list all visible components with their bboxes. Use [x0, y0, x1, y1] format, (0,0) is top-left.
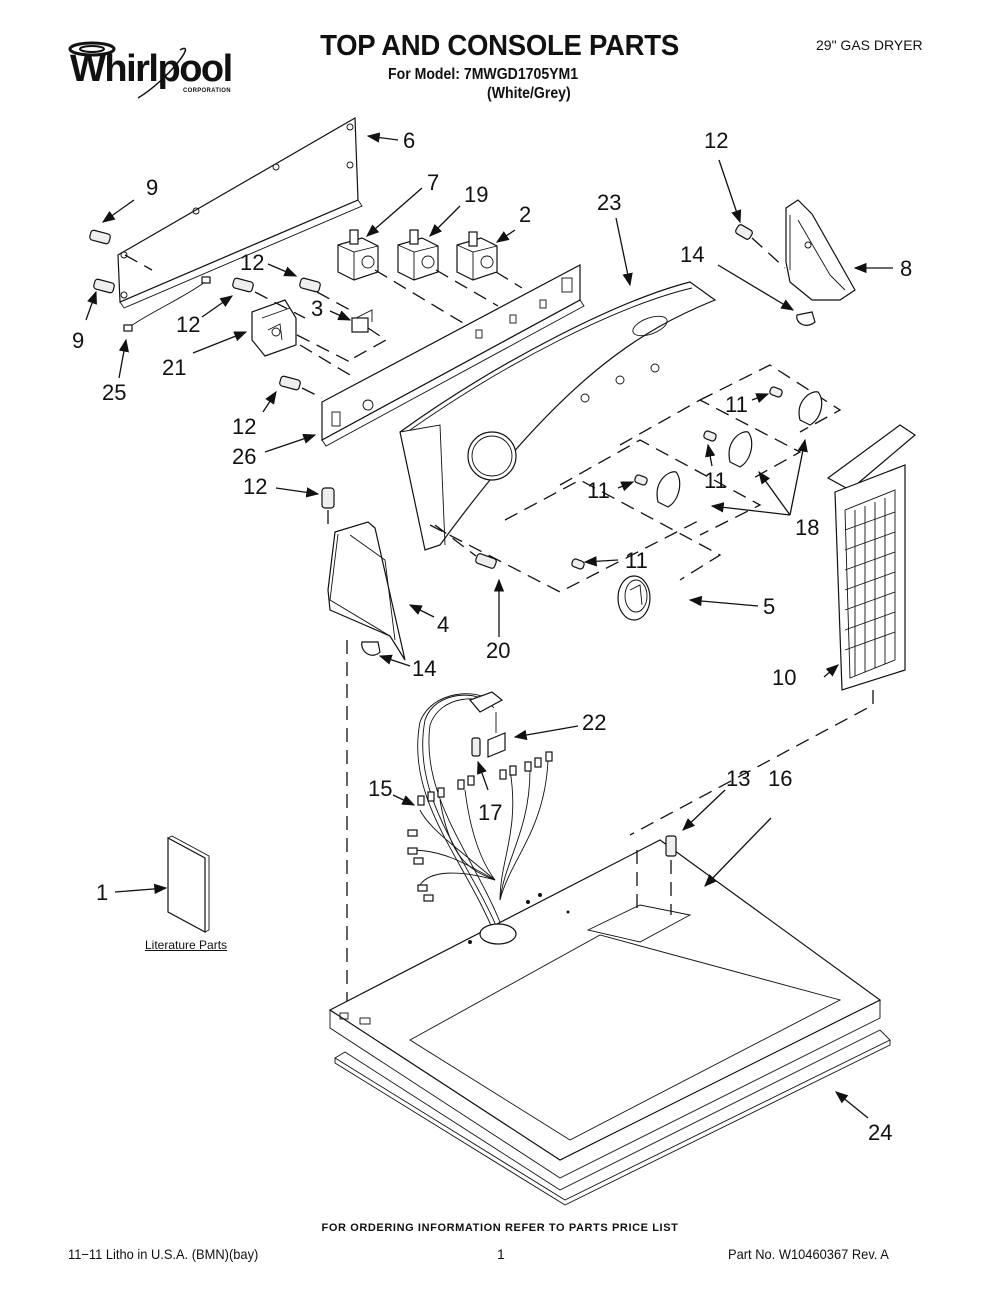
callout-10: 10	[772, 665, 796, 690]
callout-2: 2	[519, 202, 531, 227]
callout-6: 6	[403, 128, 415, 153]
part-13-screw[interactable]	[636, 835, 677, 915]
callout-20: 20	[486, 638, 510, 663]
callout-14-a: 14	[680, 242, 704, 267]
callout-13: 13	[726, 766, 750, 791]
part-24-top-gasket[interactable]	[334, 1029, 891, 1206]
part-12-screw-timer[interactable]	[232, 277, 254, 293]
part-9-screw-bottom[interactable]	[93, 278, 115, 294]
callout-3: 3	[311, 296, 323, 321]
part-1-literature[interactable]	[167, 835, 210, 934]
callout-9-bottom: 9	[72, 328, 84, 353]
callout-18: 18	[795, 515, 819, 540]
part-14-clip-left[interactable]	[361, 641, 381, 656]
litho-info: 11−11 Litho in U.S.A. (BMN)(bay)	[68, 1246, 259, 1262]
page-number: 1	[497, 1246, 505, 1262]
part-26-control-bracket[interactable]	[321, 264, 585, 447]
part-12-screw-switch[interactable]	[299, 277, 321, 293]
callout-5: 5	[763, 594, 775, 619]
part-16-top-panel[interactable]	[328, 839, 882, 1179]
callout-24: 24	[868, 1120, 892, 1145]
part-10-lint-screen[interactable]	[826, 424, 916, 691]
color-line: (White/Grey)	[487, 85, 571, 102]
model-line: For Model: 7MWGD1705YM1	[388, 66, 579, 83]
part-7-switch[interactable]	[337, 229, 379, 281]
part-14-clip-end-cap[interactable]	[796, 311, 816, 326]
part-12-screw-end-cap-left[interactable]	[321, 487, 335, 525]
callout-11-d: 11	[625, 548, 648, 573]
callout-11-a: 11	[725, 392, 748, 417]
part-6-console-back-panel[interactable]	[117, 116, 363, 309]
callout-11-c: 11	[587, 478, 610, 503]
part-2-switch[interactable]	[456, 231, 498, 281]
callout-16: 16	[768, 766, 792, 791]
callout-12-d: 12	[243, 474, 267, 499]
callout-21: 21	[162, 355, 186, 380]
callout-22: 22	[582, 710, 606, 735]
part-12-screw-bracket[interactable]	[279, 375, 323, 399]
callout-19: 19	[464, 182, 488, 207]
brand-name: Whirlpool	[70, 48, 233, 90]
part-22-connector[interactable]	[468, 691, 506, 758]
callout-12-a: 12	[240, 250, 264, 275]
callout-14-b: 14	[412, 656, 436, 681]
whirlpool-logo: Whirlpool CORPORATION	[68, 40, 233, 100]
part-17-screw[interactable]	[471, 737, 481, 757]
callout-numbers: 6 9 9 25 12 12 3 21 12 26 12 7 19 2 23 1…	[72, 128, 912, 1145]
part-4-left-end-cap[interactable]	[327, 521, 406, 661]
leader-lines	[85, 132, 893, 1119]
product-label: 29" GAS DRYER	[816, 37, 923, 53]
callout-7: 7	[427, 170, 439, 195]
callout-12-c: 12	[232, 414, 256, 439]
literature-parts-label: Literature Parts	[145, 938, 228, 952]
part-23-console[interactable]	[399, 281, 717, 551]
brand-subtitle: CORPORATION	[183, 88, 231, 94]
page-title: TOP AND CONSOLE PARTS	[320, 30, 679, 62]
part-3-switch[interactable]	[349, 309, 388, 361]
part-12-screw-end-cap[interactable]	[735, 224, 786, 269]
callout-25: 25	[102, 380, 126, 405]
part-19-switch[interactable]	[397, 229, 439, 281]
part-9-screw-top[interactable]	[89, 229, 111, 245]
part-21-timer[interactable]	[251, 299, 297, 357]
callout-12-e: 12	[704, 128, 728, 153]
part-11-clip-a[interactable]	[769, 386, 783, 398]
callout-11-b: 11	[704, 468, 727, 493]
callout-17: 17	[478, 800, 502, 825]
callout-9-top: 9	[146, 175, 158, 200]
part-11-clip-b[interactable]	[703, 430, 717, 442]
ordering-info: FOR ORDERING INFORMATION REFER TO PARTS …	[321, 1222, 679, 1234]
callout-26: 26	[232, 444, 256, 469]
callout-23: 23	[597, 190, 621, 215]
part-11-clip-d[interactable]	[571, 558, 585, 570]
callout-1: 1	[96, 880, 108, 905]
part-18-knob-b[interactable]	[728, 431, 753, 468]
part-15-wire-harness[interactable]	[407, 693, 553, 936]
callout-8: 8	[900, 256, 912, 281]
part-8-console-end-cap[interactable]	[785, 199, 856, 301]
part-18-knob-a[interactable]	[798, 391, 823, 426]
part-20-screw[interactable]	[434, 524, 497, 569]
callout-4: 4	[437, 612, 449, 637]
part-25-jumper-wire[interactable]	[123, 276, 211, 332]
logo-swirl-icon	[68, 41, 187, 99]
part-11-clip-c[interactable]	[634, 474, 648, 486]
part-number: Part No. W10460367 Rev. A	[728, 1246, 889, 1262]
part-5-timer-knob[interactable]	[617, 575, 651, 621]
callout-12-b: 12	[176, 312, 200, 337]
part-18-knob-c[interactable]	[656, 471, 681, 508]
callout-15: 15	[368, 776, 392, 801]
